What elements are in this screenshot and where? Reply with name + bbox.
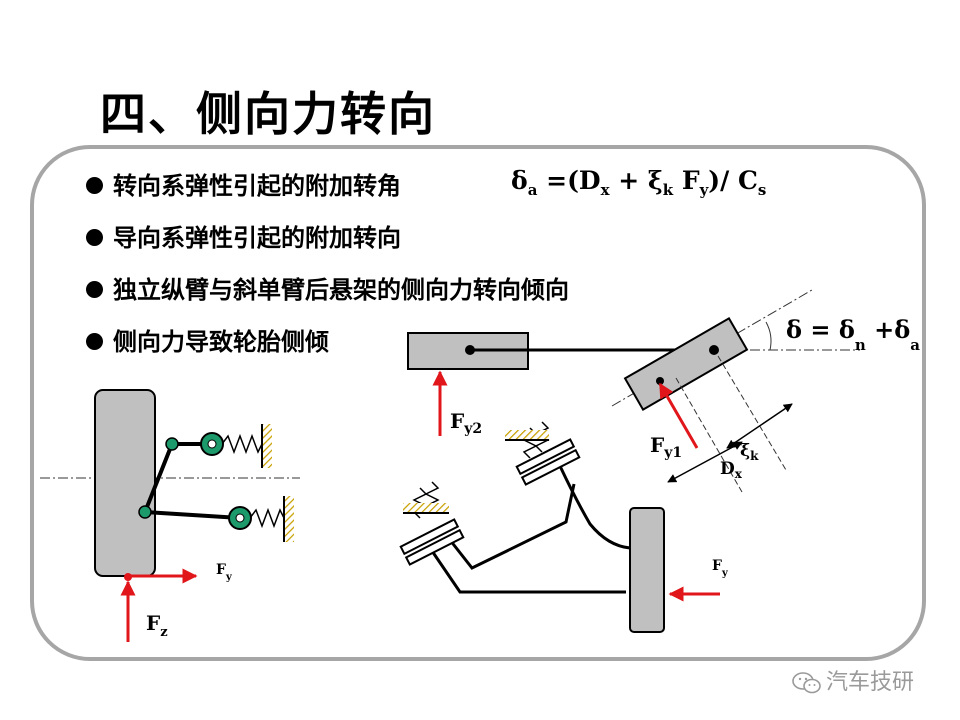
wechat-icon bbox=[792, 672, 821, 694]
watermark-text: 汽车技研 bbox=[826, 670, 915, 695]
bullet-dot-icon bbox=[86, 332, 103, 350]
xi-dimension bbox=[726, 403, 793, 449]
formula-delta-a: δa =(Dx + ξk Fy)/ Cs bbox=[511, 166, 767, 199]
content-frame bbox=[30, 145, 926, 661]
bullet-dot-icon bbox=[86, 176, 103, 194]
lower-link bbox=[144, 510, 241, 520]
bullet-text: 导向系弹性引起的附加转向 bbox=[113, 224, 401, 252]
bullet-item: 导向系弹性引起的附加转向 bbox=[86, 212, 569, 264]
label-fy1: Fy1 bbox=[650, 433, 682, 461]
slide-title: 四、侧向力转向 bbox=[100, 87, 436, 141]
bullet-dot-icon bbox=[86, 280, 103, 298]
joint-icon bbox=[165, 437, 179, 451]
arm-lower-edge bbox=[428, 547, 626, 594]
lower-wall-hatch bbox=[284, 496, 294, 542]
mount-hatch bbox=[403, 503, 449, 513]
dx-dimension bbox=[667, 441, 743, 483]
label-fy2: Fy2 bbox=[450, 409, 482, 437]
upper-spring-icon bbox=[221, 433, 263, 455]
bullet-text: 侧向力导致轮胎侧倾 bbox=[113, 328, 329, 356]
upper-wall-hatch bbox=[262, 424, 272, 468]
bullet-item: 转向系弹性引起的附加转角 bbox=[86, 160, 569, 212]
bullet-dot-icon bbox=[86, 228, 103, 246]
rear-wheel-body bbox=[629, 507, 665, 633]
mount-hatch bbox=[505, 430, 549, 440]
label-fz: Fz bbox=[146, 611, 168, 640]
formula-delta-total: δ = δn +δa bbox=[786, 315, 920, 354]
bullet-item: 侧向力导致轮胎侧倾 bbox=[86, 316, 569, 368]
wheel-body bbox=[94, 389, 156, 577]
arm-upper-edge bbox=[558, 465, 631, 550]
bullet-text: 转向系弹性引起的附加转角 bbox=[113, 172, 401, 200]
top-steering-diagram: Fy2 Fy1 ξk Dx δ = δn +δa bbox=[407, 289, 920, 493]
bullet-list: 转向系弹性引起的附加转角 导向系弹性引起的附加转向 独立纵臂与斜单臂后悬架的侧向… bbox=[86, 160, 569, 368]
semi-trailing-arm-diagram: Fy bbox=[399, 421, 729, 633]
lower-spring-icon bbox=[249, 507, 285, 529]
fy1-arrow bbox=[658, 382, 699, 449]
right-wheel-rect bbox=[623, 317, 749, 411]
label-dx: Dx bbox=[720, 459, 743, 481]
label-xi: ξk bbox=[740, 441, 759, 463]
label-fy-left: Fy bbox=[216, 562, 233, 583]
joint-icon bbox=[138, 505, 152, 519]
label-fy-right: Fy bbox=[712, 558, 729, 579]
arm-inner-edge bbox=[448, 483, 576, 570]
bullet-text: 独立纵臂与斜单臂后悬架的侧向力转向倾向 bbox=[113, 276, 569, 304]
bullet-item: 独立纵臂与斜单臂后悬架的侧向力转向倾向 bbox=[86, 264, 569, 316]
angle-arc bbox=[765, 321, 772, 351]
watermark: 汽车技研 bbox=[792, 664, 914, 696]
left-suspension-diagram: Fy Fz bbox=[40, 389, 300, 642]
